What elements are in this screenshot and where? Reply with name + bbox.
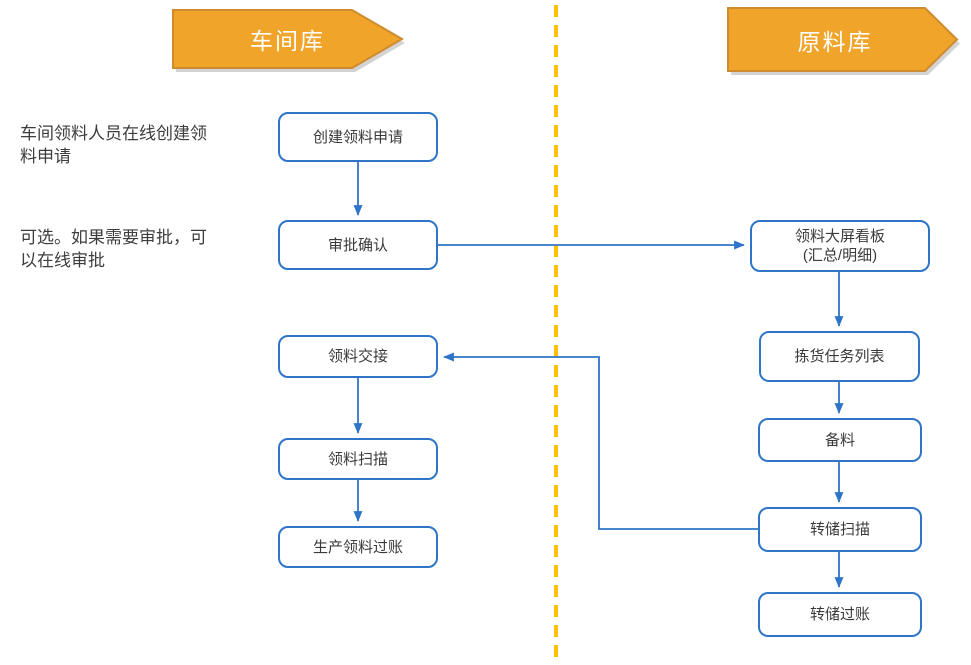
node-material-scan-label: 领料扫描 [327,450,388,468]
node-picking-task-list: 拣货任务列表 [759,331,920,382]
node-transfer-scan-label: 转储扫描 [809,521,870,538]
node-transfer-posting-label: 转储过账 [809,606,870,623]
lane-banner-workshop-label: 车间库 [250,28,325,54]
node-transfer-scan: 转储扫描 [758,507,922,552]
node-material-handover-label: 领料交接 [327,348,388,365]
node-picking-task-list-label: 拣货任务列表 [794,348,885,365]
annotation-create-request: 车间领料人员在线创建领料申请 [20,124,207,166]
connector-transfer-scan-to-handover [443,352,758,530]
node-material-handover: 领料交接 [278,335,438,378]
node-create-requisition: 创建领料申请 [278,112,438,162]
node-transfer-posting: 转储过账 [758,592,922,637]
node-dashboard-board: 领料大屏看板 (汇总/明细) [750,220,930,272]
node-prepare-material: 备料 [758,418,922,462]
lane-banner-raw-material: 原料库 [728,8,942,71]
node-production-posting-label: 生产领料过账 [312,538,403,556]
node-production-posting: 生产领料过账 [278,526,438,568]
node-dashboard-board-label: 领料大屏看板 [794,228,885,245]
lane-banner-workshop: 车间库 [173,10,402,68]
node-material-scan: 领料扫描 [278,438,438,480]
node-create-requisition-label: 创建领料申请 [312,128,403,146]
node-approval-confirm: 审批确认 [278,220,438,270]
node-prepare-material-label: 备料 [824,431,855,449]
workshop-banner-shape [172,9,404,69]
node-dashboard-board-sublabel: (汇总/明细) [802,247,878,264]
node-approval-confirm-label: 审批确认 [327,236,388,254]
lane-banner-raw-material-label: 原料库 [797,28,873,55]
raw-banner-shape [727,7,959,72]
annotation-optional-approval: 可选。如果需要审批，可以在线审批 [20,228,207,270]
